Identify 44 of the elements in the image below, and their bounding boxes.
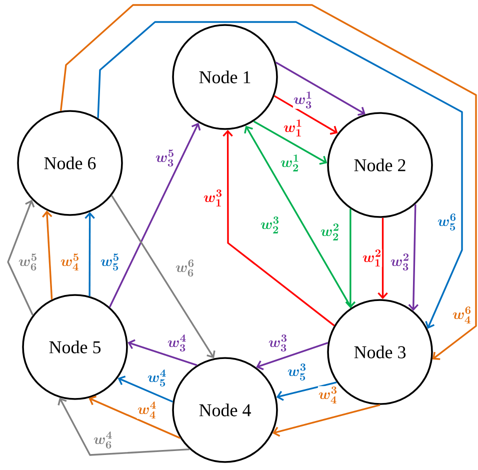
edge-label: $w_{1}^{2}$ <box>362 249 382 267</box>
edge-label: $w_{4}^{5}$ <box>60 253 80 271</box>
edge-label: $w_{3}^{3}$ <box>268 334 288 352</box>
edge-label: $w_{3}^{5}$ <box>154 149 176 167</box>
edge-label: $w_{5}^{4}$ <box>146 369 168 387</box>
arrow <box>108 122 201 308</box>
arrow <box>272 404 380 437</box>
edge-label: $w_{2}^{3}$ <box>260 216 280 234</box>
arrow <box>274 95 338 135</box>
arrow <box>244 126 352 308</box>
arrow <box>222 130 335 326</box>
arrow <box>97 21 463 329</box>
arrow <box>60 4 477 360</box>
edge-label: $w_{4}^{6}$ <box>452 306 472 324</box>
edge-label: $w_{6}^{4}$ <box>92 431 114 449</box>
edge-label: $w_{3}^{1}$ <box>292 91 314 109</box>
arrow <box>408 204 419 311</box>
arrow <box>378 218 388 300</box>
edge-label: $w_{6}^{5}$ <box>18 253 38 271</box>
edge-label: $w_{5}^{5}$ <box>100 253 120 271</box>
arrow <box>276 382 337 401</box>
edge-label: $w_{3}^{2}$ <box>390 253 410 271</box>
arrow <box>110 195 216 358</box>
edge-label: $w_{2}^{2}$ <box>320 223 340 241</box>
edge-label: $w_{1}^{3}$ <box>202 189 224 207</box>
edge-label: $w_{5}^{6}$ <box>436 213 458 231</box>
arrow <box>345 208 356 308</box>
arrow <box>118 376 174 403</box>
edge-label: $w_{4}^{3}$ <box>318 386 338 404</box>
arrow <box>128 339 198 366</box>
arrow <box>256 342 328 370</box>
edge-label: $w_{1}^{1}$ <box>282 119 304 137</box>
arrow <box>275 62 366 116</box>
edge-label: $w_{6}^{6}$ <box>174 259 196 277</box>
arrow <box>7 200 35 316</box>
edge-label: $w_{5}^{3}$ <box>286 363 308 381</box>
arrow <box>84 212 95 296</box>
edge-label: $w_{4}^{4}$ <box>136 401 158 419</box>
arrow <box>253 120 328 165</box>
edge-label: $w_{3}^{4}$ <box>166 334 188 352</box>
arrow <box>88 396 180 439</box>
arrow <box>58 398 190 456</box>
edge-label: $w_{2}^{1}$ <box>280 154 300 172</box>
arrow <box>42 210 53 300</box>
